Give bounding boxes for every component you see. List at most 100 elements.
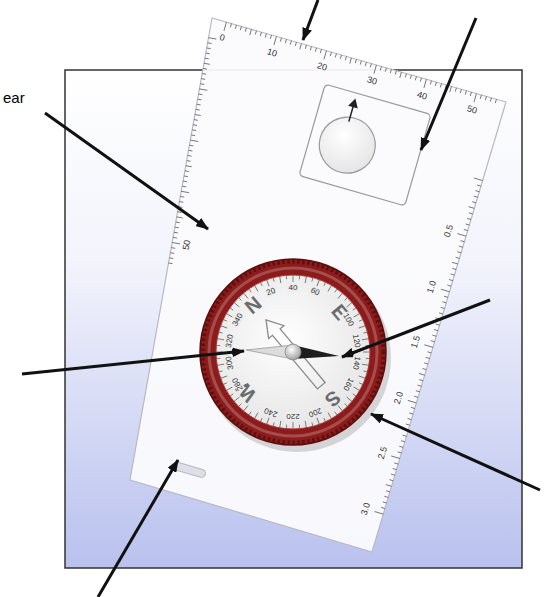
degree-tick (328, 413, 332, 419)
ruler-number: 20 (315, 61, 329, 73)
ruler-tick (400, 72, 402, 78)
ruler-tick (189, 145, 193, 147)
degree-tick (255, 413, 259, 419)
bearing-number: 120 (351, 333, 362, 350)
ruler-tick (230, 24, 231, 28)
degree-tick (354, 387, 360, 391)
degree-tick (216, 345, 220, 346)
degree-tick (286, 275, 287, 279)
degree-tick (219, 332, 223, 333)
ruler-tick (385, 68, 386, 72)
ruler-tick (300, 44, 302, 50)
ruler-tick (172, 242, 180, 243)
ruler-tick (398, 452, 402, 453)
degree-tick (239, 404, 242, 407)
window-outline (299, 84, 431, 206)
degree-tick (335, 412, 337, 415)
pointer-arrows (22, 0, 540, 597)
ruler-tick (477, 185, 481, 186)
ruler-tick (399, 446, 403, 447)
ruler-tick (426, 357, 430, 358)
degree-tick (234, 303, 239, 307)
ruler-tick (169, 257, 173, 259)
ruler-tick (452, 262, 458, 264)
ruler-tick (480, 95, 481, 99)
ruler-tick (250, 29, 252, 35)
ruler-tick (444, 296, 448, 297)
ruler-tick (375, 512, 384, 515)
ruler-tick (441, 289, 450, 292)
scale-number: 2.5 (376, 445, 389, 461)
ruler-tick (181, 191, 189, 192)
lanyard-slot (174, 462, 207, 479)
degree-tick (312, 278, 313, 282)
ruler-tick (365, 62, 366, 66)
degree-tick (305, 276, 306, 283)
degree-tick (328, 285, 332, 291)
ruler-tick (202, 73, 206, 75)
scale-number: 2.0 (393, 390, 406, 406)
ruler-tick (415, 76, 416, 80)
part-label: ear (2, 90, 26, 105)
pointer-arrow (342, 300, 490, 357)
ruler-tick (170, 252, 174, 254)
degree-tick (293, 422, 294, 429)
pointer-arrow (371, 414, 540, 490)
ruler-tick (209, 38, 217, 39)
degree-tick (359, 376, 366, 378)
ruler-tick (255, 31, 256, 35)
ruler-tick (449, 280, 453, 281)
degree-tick (299, 425, 300, 429)
ruler-tick (194, 119, 198, 121)
compass-housing (185, 244, 402, 461)
degree-tick (305, 421, 306, 428)
ruler-tick (335, 54, 336, 58)
degree-tick (239, 298, 242, 301)
degree-tick (249, 289, 251, 292)
ruler-tick (290, 41, 291, 45)
ruler-number: 40 (415, 90, 429, 102)
ruler-tick (176, 222, 180, 224)
ruler-tick (430, 81, 431, 85)
ruler-tick (395, 71, 396, 75)
ruler-tick (174, 232, 178, 234)
ruler-tick (403, 435, 407, 436)
bearing-number: 40 (288, 284, 299, 292)
ruler-tick (340, 55, 341, 59)
bearing-number: 160 (341, 375, 356, 392)
ruler-tick (459, 246, 463, 247)
ruler-tick (447, 285, 451, 286)
ruler-tick (457, 234, 466, 237)
degree-tick (347, 397, 352, 401)
ruler-tick (195, 114, 201, 115)
ruler-tick (193, 124, 197, 126)
ruler-tick (285, 39, 286, 43)
ruler-tick (183, 181, 187, 183)
ruler-tick (455, 88, 456, 92)
ruler-tick (345, 56, 346, 60)
pointer-arrow (45, 113, 208, 229)
ruler-tick (475, 191, 479, 192)
ruler-tick (197, 104, 201, 106)
ruler-tick (208, 42, 212, 44)
scale-number: 1.5 (409, 334, 422, 350)
ruler-tick (422, 368, 426, 369)
ruler-tick (469, 207, 475, 209)
degree-tick (345, 298, 348, 301)
ruler-tick (495, 99, 496, 103)
degree-tick (353, 394, 356, 396)
ruler-tick (442, 302, 446, 303)
degree-tick (221, 326, 228, 328)
bearing-number: 140 (351, 355, 362, 372)
degree-tick (317, 418, 319, 425)
ruler-tick (451, 274, 455, 275)
ruler-tick (416, 391, 420, 392)
ruler-tick (490, 98, 491, 102)
ruler-tick (187, 160, 191, 162)
bearing-number: 240 (263, 406, 280, 419)
degree-tick (299, 275, 300, 279)
ruler-tick (186, 166, 192, 167)
degree-tick (335, 289, 337, 292)
ruler-tick (182, 186, 186, 188)
ruler-tick (419, 380, 423, 381)
